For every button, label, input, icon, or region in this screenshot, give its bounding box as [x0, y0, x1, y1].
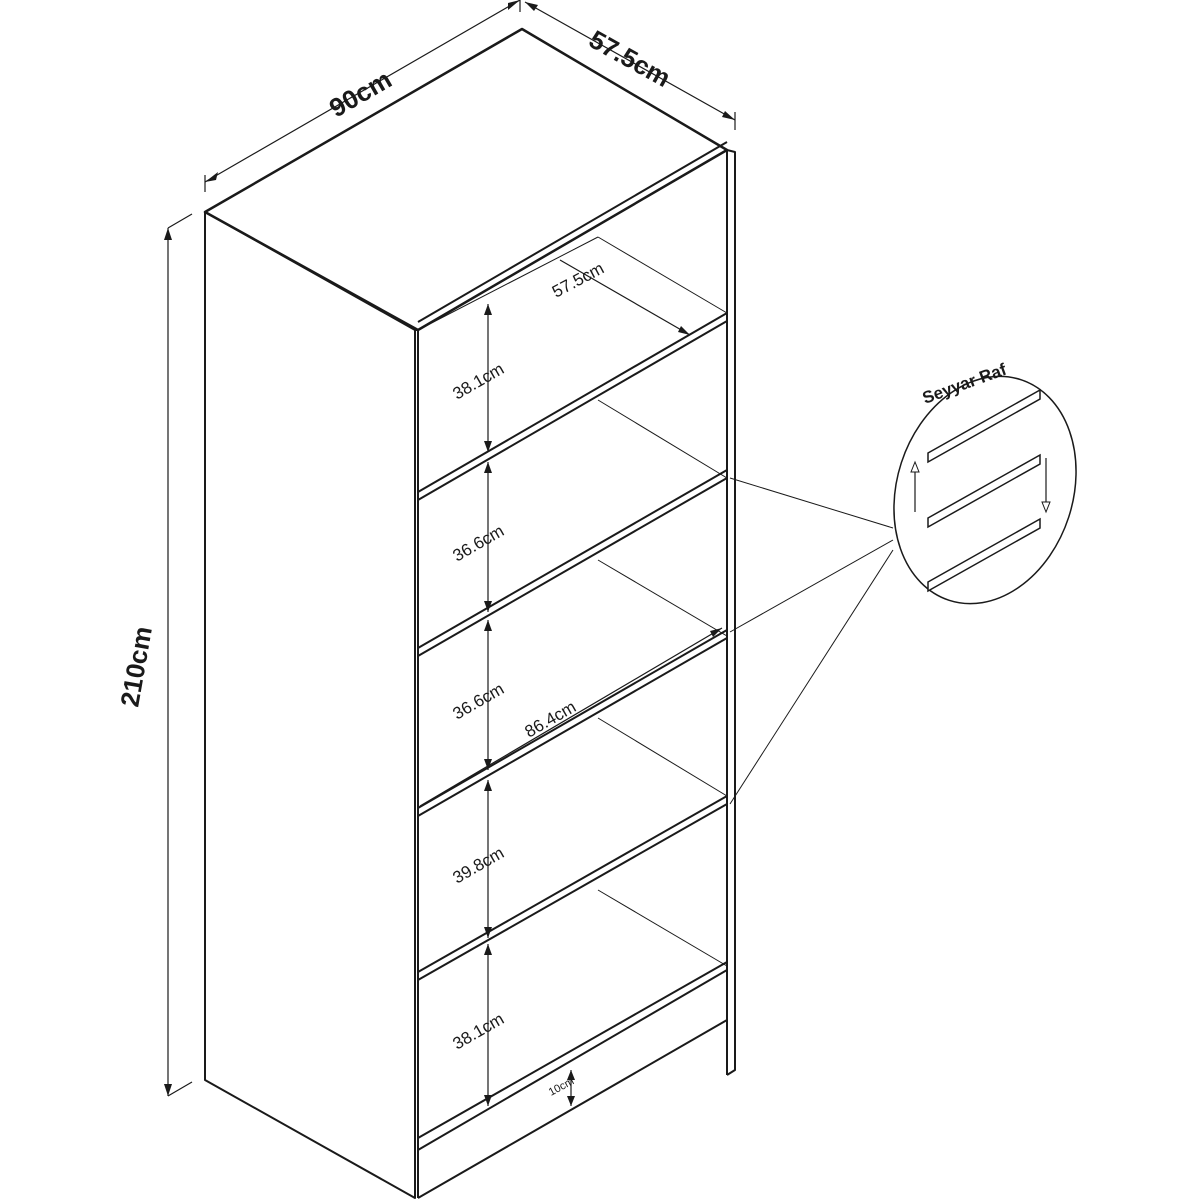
plinth: [417, 1019, 728, 1199]
cabinet: [203, 27, 736, 1199]
back-panel-lines: [417, 236, 728, 967]
shelf-detail-callout: [893, 375, 1077, 605]
shelves: [417, 312, 728, 981]
compartment-2-label: 36.6cm: [450, 521, 508, 565]
shelf-3: [417, 629, 728, 817]
compartment-3-label: 36.6cm: [450, 679, 508, 723]
shelf-depth-label: 57.5cm: [549, 259, 607, 302]
detail-move-arrows: [914, 458, 1047, 512]
detail-shelves: [927, 388, 1041, 593]
overall-dimensions: [167, 0, 736, 1097]
internal-arrowheads: [484, 304, 722, 1106]
down-arrow-icon: [1041, 501, 1051, 514]
shelf-4: [417, 795, 728, 981]
shelf-depth-dimension-line: [559, 259, 691, 336]
compartment-1-label: 38.1cm: [450, 359, 508, 403]
compartment-4-label: 39.8cm: [450, 843, 508, 887]
compartment-5-label: 38.1cm: [450, 1009, 508, 1053]
width-dimension-line: [204, 0, 521, 183]
plinth-label: 10cm: [547, 1075, 576, 1098]
depth-dimension-line: [524, 1, 736, 121]
up-arrow-icon: [910, 460, 920, 473]
overall-height-label: 210cm: [114, 624, 158, 709]
callout-leader-lines: [729, 477, 894, 805]
shelf-1: [417, 312, 728, 501]
shelf-2: [417, 469, 728, 657]
side-panel: [204, 211, 416, 1199]
inner-width-dimension-line: [419, 627, 723, 807]
overall-arrowheads: [164, 0, 735, 1096]
right-post: [726, 149, 736, 1076]
